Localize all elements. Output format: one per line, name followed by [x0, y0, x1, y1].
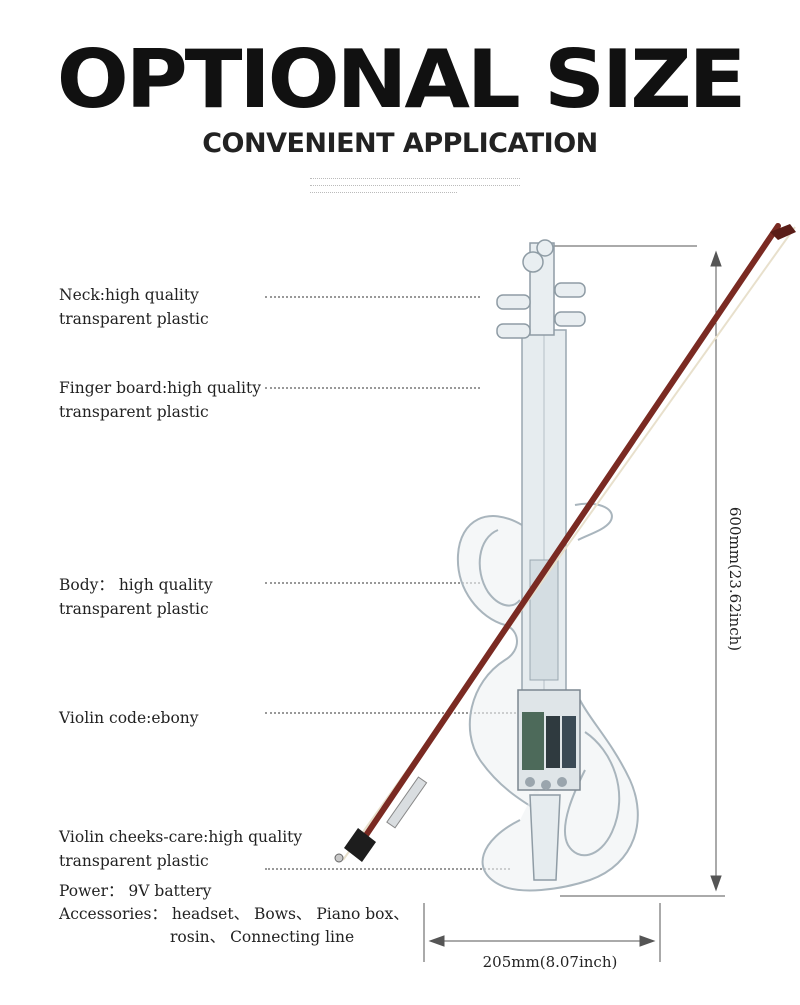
bow-grip: [386, 776, 428, 829]
height-dimension-label: 600mm(23.62inch): [726, 506, 744, 652]
page-title: OPTIONAL SIZE: [56, 33, 747, 126]
width-dimension-label: 205mm(8.07inch): [482, 953, 618, 971]
violin-tailpiece: [529, 794, 561, 881]
width-dimension: [423, 903, 661, 962]
bow: [334, 223, 796, 863]
cheeks-leader-line: [265, 868, 510, 870]
violin-neck: [521, 329, 567, 711]
height-dimension: [543, 245, 725, 897]
bow-tip: [770, 224, 796, 240]
code-label: Violin code:ebony: [59, 709, 199, 727]
neck-leader-line: [265, 296, 480, 298]
fingerboard-leader-line: [265, 387, 480, 389]
code-leader-line: [265, 712, 520, 714]
fine-print-decoration: [310, 176, 520, 197]
pickup-electronics: [517, 689, 581, 791]
violin-pegbox: [496, 239, 586, 339]
page-subtitle: CONVENIENT APPLICATION: [202, 128, 598, 159]
body-leader-line: [265, 582, 480, 584]
bow-frog: [344, 828, 376, 862]
bow-stick: [353, 223, 781, 853]
power-spec: Power： 9V battery: [59, 882, 212, 900]
accessories-spec: Accessories： headset、 Bows、 Piano box、: [59, 905, 409, 923]
accessories-spec-continued: rosin、 Connecting line: [170, 928, 355, 946]
bow-screw: [334, 853, 344, 863]
